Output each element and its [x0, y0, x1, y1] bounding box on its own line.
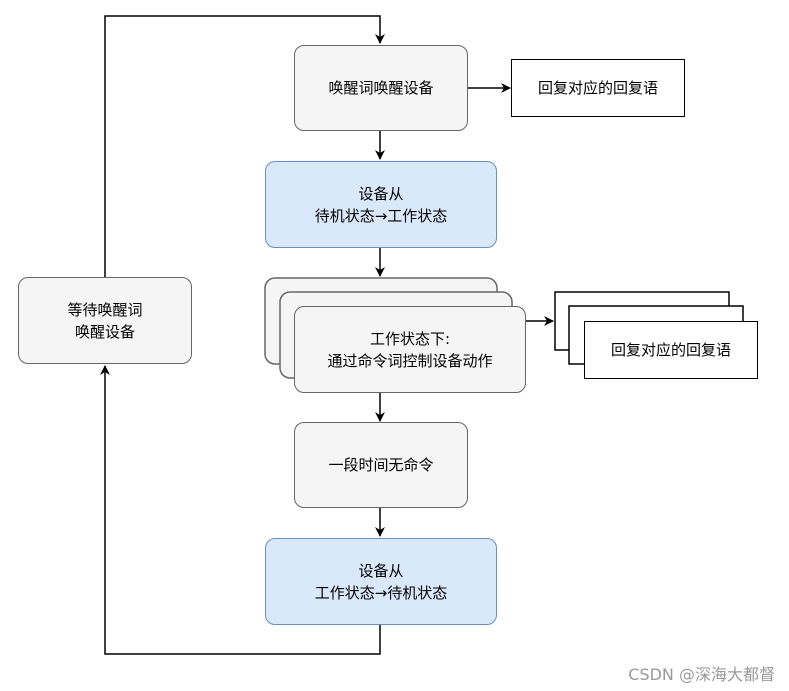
work-to-standby-node: 设备从 工作状态→待机状态 — [265, 538, 497, 625]
work-to-standby-line2: 工作状态→待机状态 — [314, 583, 448, 602]
reply-node-1: 回复对应的回复语 — [511, 59, 685, 117]
no-command-label: 一段时间无命令 — [328, 456, 434, 474]
command-control-node: 工作状态下: 通过命令词控制设备动作 — [294, 306, 526, 393]
standby-to-work-node: 设备从 待机状态→工作状态 — [265, 161, 497, 248]
wait-wake-line2: 唤醒设备 — [74, 322, 135, 341]
wait-wake-node: 等待唤醒词 唤醒设备 — [18, 277, 192, 364]
watermark: CSDN @深海大都督 — [628, 665, 775, 684]
command-control-line2: 通过命令词控制设备动作 — [327, 351, 493, 370]
no-command-node: 一段时间无命令 — [294, 422, 468, 508]
work-to-standby-line1: 设备从 — [358, 561, 404, 580]
standby-to-work-line2: 待机状态→工作状态 — [314, 206, 448, 225]
wait-wake-line1: 等待唤醒词 — [67, 300, 143, 319]
arrow-wait-to-wake — [104, 15, 385, 277]
standby-to-work-line1: 设备从 — [358, 184, 404, 203]
command-control-line1: 工作状态下: — [369, 329, 451, 348]
reply-label-2: 回复对应的回复语 — [610, 341, 731, 359]
reply-label-1: 回复对应的回复语 — [537, 79, 658, 97]
wake-device-label: 唤醒词唤醒设备 — [328, 79, 434, 97]
arrow-loop-to-wait — [100, 365, 381, 655]
reply-node-2: 回复对应的回复语 — [584, 321, 758, 379]
wake-device-node: 唤醒词唤醒设备 — [294, 45, 468, 131]
